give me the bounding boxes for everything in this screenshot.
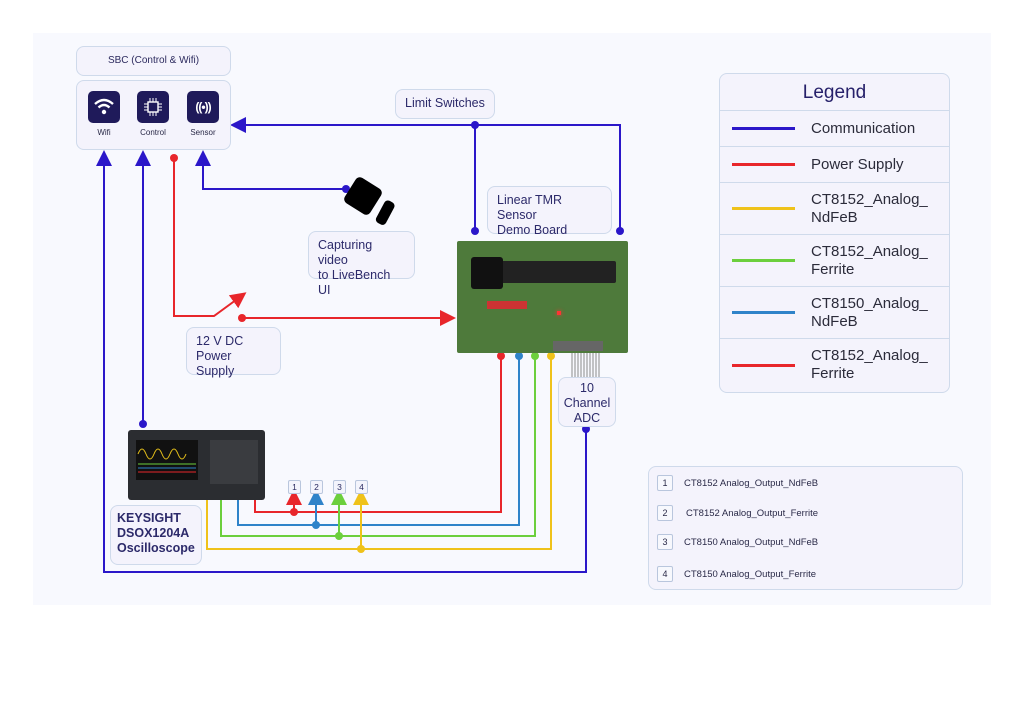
legend-swatch (732, 311, 795, 314)
junction-dot (616, 227, 624, 235)
chip-icon (137, 91, 169, 123)
junction-dot (582, 425, 590, 433)
junction-dot (515, 352, 523, 360)
junction-dot (238, 314, 246, 322)
junction-dot (170, 154, 178, 162)
junction-dot (471, 121, 479, 129)
junction-dot (139, 420, 147, 428)
sbc-item-label: Control (140, 128, 166, 137)
legend-swatch (732, 259, 795, 262)
legend-item-ct8150-ndfeb: CT8150_Analog_NdFeB (720, 287, 949, 339)
sensor-board-image (457, 241, 628, 353)
wifi-icon (88, 91, 120, 123)
junction-dot (471, 227, 479, 235)
motor (471, 257, 503, 289)
oscilloscope-image (128, 430, 265, 500)
sbc-body: Wifi Control ((•)) Sensor (76, 80, 231, 150)
linear-rail (471, 261, 616, 283)
sensor-icon: ((•)) (187, 91, 219, 123)
channel-tag-4: 4 (355, 480, 368, 494)
wire-limit-switches-to-sbc (230, 117, 621, 231)
junction-dot (312, 521, 320, 529)
channel-tag-1: 1 (288, 480, 301, 494)
channel-tag-3: 3 (333, 480, 346, 494)
legend-item-ct8152-ferrite-2: CT8152_Analog_Ferrite (720, 339, 949, 391)
legend-swatch (732, 363, 795, 367)
legend: Legend Communication Power Supply CT8152… (719, 73, 950, 393)
legend-item-ct8152-ndfeb: CT8152_Analog_NdFeB (720, 183, 949, 235)
wire-analog-red (254, 356, 502, 513)
sbc-item-wifi: Wifi (82, 91, 126, 137)
wire-power-from-sbc (173, 158, 247, 317)
connector (553, 341, 603, 351)
junction-dot (290, 508, 298, 516)
legend-item-power: Power Supply (720, 147, 949, 183)
wire-analog-yellow (206, 356, 552, 550)
scope-screen (136, 440, 198, 480)
junction-dot (531, 352, 539, 360)
sbc-item-label: Wifi (97, 128, 111, 137)
wire-adc-to-wifi (96, 150, 587, 573)
legend-swatch (732, 163, 795, 166)
sbc-item-control: Control (131, 91, 175, 137)
sbc-title-box: SBC (Control & Wifi) (76, 46, 231, 76)
magnet (487, 301, 527, 309)
junction-dot (335, 532, 343, 540)
wire-camera-to-sensor (195, 150, 346, 190)
junction-dot (547, 352, 555, 360)
adc-ribbon-cable (571, 350, 600, 378)
camera-icon (344, 177, 395, 225)
scope-controls (210, 440, 258, 484)
led (557, 311, 561, 315)
wire-analog-green (220, 356, 536, 537)
legend-item-ct8152-ferrite: CT8152_Analog_Ferrite (720, 235, 949, 287)
legend-title: Legend (720, 74, 949, 111)
sbc-item-label: Sensor (190, 128, 216, 137)
channel-tag-2: 2 (310, 480, 323, 494)
limit-switches-label: Limit Switches (395, 89, 495, 119)
wire-analog-blue (237, 356, 520, 526)
sbc-item-sensor: ((•)) Sensor (181, 91, 225, 137)
legend-swatch (732, 127, 795, 130)
sbc-title: SBC (Control & Wifi) (107, 55, 200, 66)
legend-swatch (732, 207, 795, 210)
legend-item-communication: Communication (720, 111, 949, 147)
junction-dot (342, 185, 350, 193)
junction-dot (357, 545, 365, 553)
junction-dot (497, 352, 505, 360)
